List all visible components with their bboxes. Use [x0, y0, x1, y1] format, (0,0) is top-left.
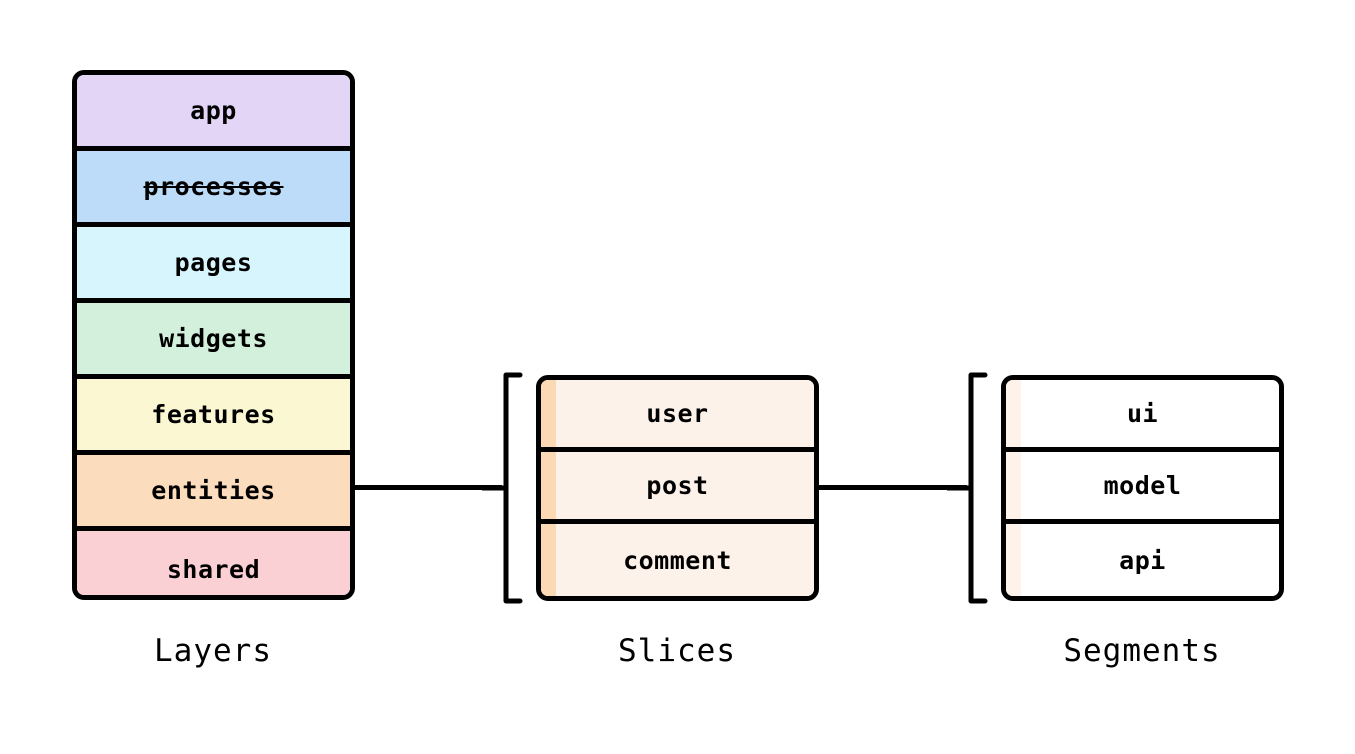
caption-layers: Layers — [154, 633, 272, 669]
layer-label-shared: shared — [166, 554, 261, 584]
bracket-slices — [482, 371, 523, 605]
slice-label-comment: comment — [623, 545, 732, 575]
bracket-segments-shape — [947, 372, 988, 604]
bracket-slices-shape — [482, 372, 523, 604]
bracket-segments — [947, 371, 988, 605]
slice-accent-stripe — [541, 452, 556, 519]
layer-label-entities: entities — [151, 476, 276, 505]
slices-stack: user post comment — [536, 375, 819, 601]
caption-slices: Slices — [618, 633, 736, 669]
segment-label-model: model — [1103, 471, 1182, 500]
segment-row-api[interactable]: api — [1006, 524, 1279, 596]
layer-label-pages: pages — [174, 248, 253, 277]
segments-stack: ui model api — [1001, 375, 1284, 601]
layer-label-features: features — [151, 400, 276, 429]
layer-row-pages[interactable]: pages — [77, 227, 350, 303]
segment-row-model[interactable]: model — [1006, 452, 1279, 524]
slice-row-post[interactable]: post — [541, 452, 814, 524]
caption-segments: Segments — [1063, 633, 1221, 669]
connector-layers-to-slices — [354, 485, 502, 490]
segment-accent-stripe — [1006, 524, 1021, 596]
slice-row-comment[interactable]: comment — [541, 524, 814, 596]
layers-stack: app processes pages widgets features ent… — [72, 70, 355, 600]
layer-label-widgets: widgets — [159, 324, 268, 353]
layer-label-app: app — [190, 96, 237, 125]
layer-row-shared[interactable]: shared — [77, 531, 350, 595]
segment-label-api: api — [1119, 545, 1166, 575]
slice-row-user[interactable]: user — [541, 380, 814, 452]
segment-row-ui[interactable]: ui — [1006, 380, 1279, 452]
slice-label-user: user — [646, 399, 709, 428]
layer-row-features[interactable]: features — [77, 379, 350, 455]
slice-accent-stripe — [541, 524, 556, 596]
layer-label-processes: processes — [143, 172, 284, 201]
layer-row-processes[interactable]: processes — [77, 151, 350, 227]
segment-accent-stripe — [1006, 380, 1021, 447]
connector-slices-to-segments — [819, 485, 967, 490]
slice-accent-stripe — [541, 380, 556, 447]
layer-row-app[interactable]: app — [77, 75, 350, 151]
slice-label-post: post — [646, 471, 709, 500]
layer-row-entities[interactable]: entities — [77, 455, 350, 531]
segment-accent-stripe — [1006, 452, 1021, 519]
segment-label-ui: ui — [1126, 399, 1159, 428]
layer-row-widgets[interactable]: widgets — [77, 303, 350, 379]
